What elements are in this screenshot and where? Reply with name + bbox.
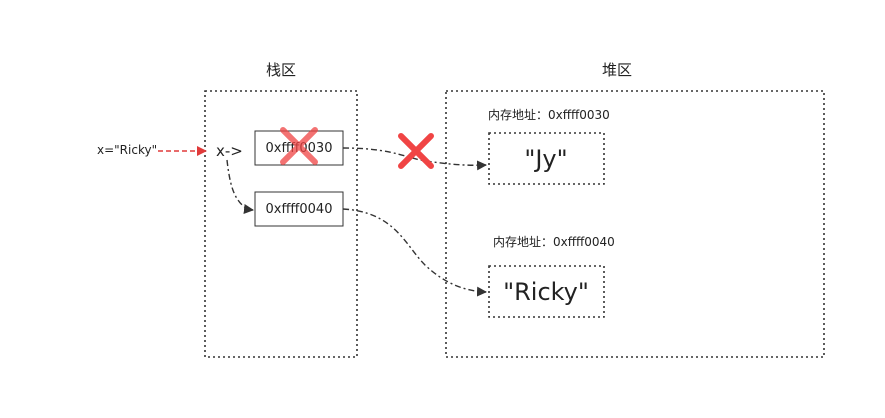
heap-address-label-1: 内存地址：0xffff0030 — [488, 108, 610, 122]
stack-cell-new-value: 0xffff0040 — [266, 202, 333, 217]
old-pointer-arrow — [342, 147, 487, 171]
heap-address-label-2: 内存地址：0xffff0040 — [493, 235, 615, 249]
heap-object-jy — [488, 132, 605, 185]
heap-object-ricky-value: "Ricky" — [503, 278, 589, 306]
heap-object-jy-value: "Jy" — [524, 145, 567, 173]
assignment-label: x="Ricky" — [97, 143, 157, 157]
cross-icon-pointer — [398, 133, 434, 169]
new-pointer-arrow — [342, 208, 487, 297]
heap-title: 堆区 — [602, 61, 632, 79]
cross-icon-stack — [280, 127, 318, 165]
heap-object-ricky — [488, 265, 605, 318]
reassign-arrow — [226, 159, 254, 214]
variable-label: x-> — [216, 142, 243, 160]
heap-region — [445, 90, 825, 358]
stack-region — [204, 90, 358, 358]
stack-title: 栈区 — [266, 61, 296, 79]
